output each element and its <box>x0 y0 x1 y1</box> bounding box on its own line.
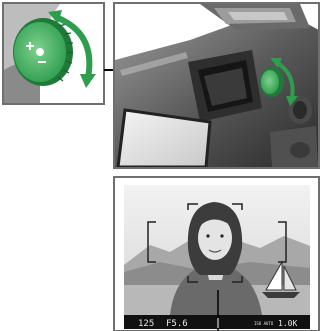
shutter-speed-readout: 125 <box>138 319 154 329</box>
aperture-readout: F5.6 <box>166 319 188 329</box>
frame-count-readout: 1.0K <box>278 319 297 328</box>
camera-back-view <box>114 3 319 168</box>
viewfinder-view: 125 F5.6 ISO AUTO 1.0K <box>114 177 319 331</box>
dial-closeup-inset <box>3 3 104 104</box>
iso-auto-indicator: ISO AUTO <box>254 321 274 326</box>
diopter-dial-icon <box>13 18 73 86</box>
